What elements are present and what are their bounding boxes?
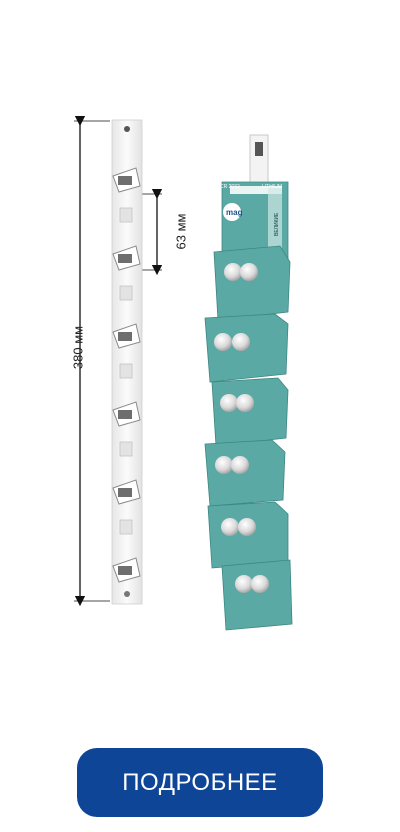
card-model: CR 2032 bbox=[220, 184, 240, 190]
loaded-strip: CR 2032 LITHIUM mag ВЕЛИКИЕ bbox=[204, 134, 293, 631]
clip-strip bbox=[111, 119, 143, 605]
details-button[interactable]: ПОДРОБНЕЕ bbox=[77, 748, 323, 817]
total-length-label: 380 мм bbox=[70, 325, 86, 370]
hook-spacing-label: 63 мм bbox=[173, 213, 189, 250]
card-chemistry: LITHIUM bbox=[262, 184, 282, 190]
card-side-label: ВЕЛИКИЕ bbox=[274, 212, 280, 236]
product-illustration: CR 2032 LITHIUM mag ВЕЛИКИЕ bbox=[74, 115, 293, 631]
length-dimension-arrow bbox=[74, 115, 110, 607]
card-brand: mag bbox=[226, 208, 243, 217]
hook bbox=[112, 167, 141, 583]
